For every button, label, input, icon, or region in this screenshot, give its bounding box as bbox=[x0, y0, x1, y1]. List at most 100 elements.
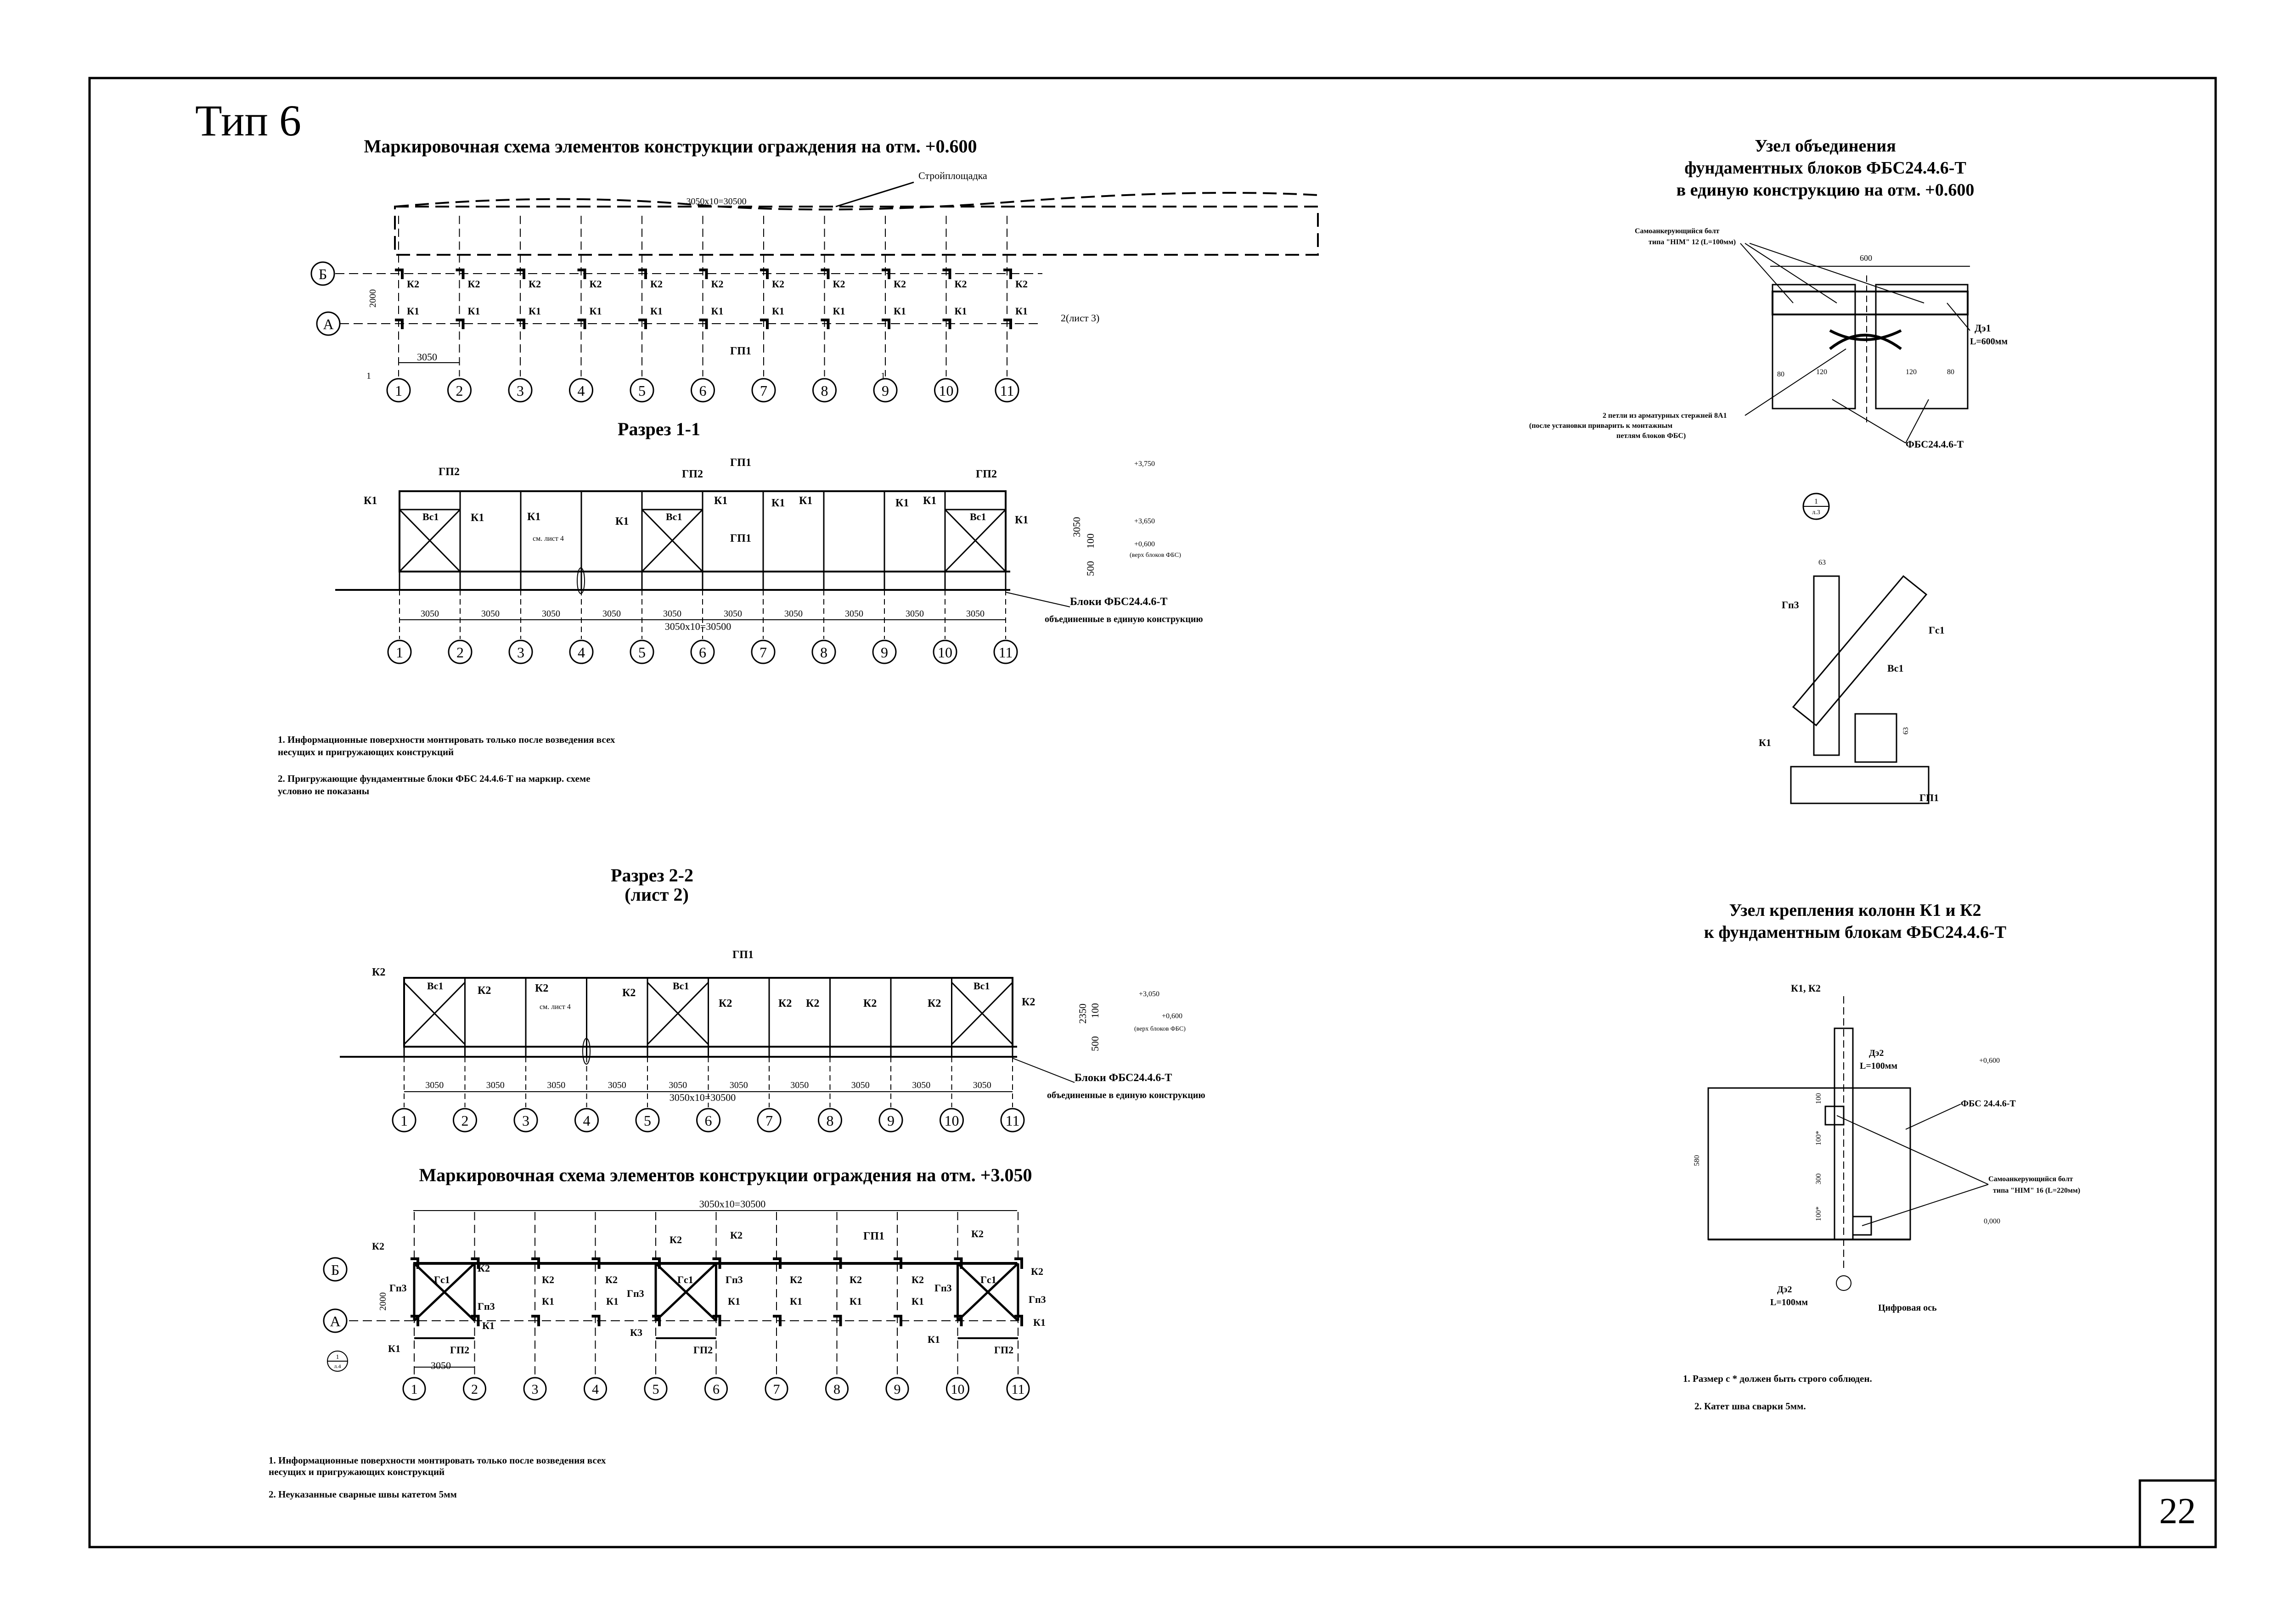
plan2-axis-marker-8 bbox=[825, 1377, 849, 1401]
site-area bbox=[394, 206, 1319, 256]
node2-dim-100: 100 bbox=[1815, 1093, 1823, 1104]
plan2-k1-i: К1 bbox=[1033, 1317, 1046, 1328]
section2-elev-low-note: (верх блоков ФБС) bbox=[1134, 1026, 1186, 1032]
plan1-column-label-a-7: К1 bbox=[772, 305, 784, 317]
notes-block-2: 1. Информационные поверхности монтироват… bbox=[269, 1455, 606, 1500]
node1-dim-600: 600 bbox=[1860, 253, 1872, 263]
section2-see-sheet: см. лист 4 bbox=[540, 1003, 571, 1011]
plan2-column-b-3 bbox=[531, 1257, 540, 1269]
notes-block-3: 1. Размер с * должен быть строго соблюде… bbox=[1683, 1373, 1872, 1412]
section1-brace-1 bbox=[399, 509, 461, 572]
section2-elev-low: +0,600 bbox=[1162, 1012, 1182, 1020]
row-b-marker bbox=[310, 261, 335, 286]
plan1-column-b-3 bbox=[517, 269, 525, 279]
section2-k2-d: К2 bbox=[622, 987, 636, 999]
section2-blocks-note: объединенные в единую конструкцию bbox=[1047, 1090, 1205, 1100]
plan2-brace-5 bbox=[655, 1262, 717, 1322]
plan2-gp1: ГП1 bbox=[863, 1230, 884, 1242]
plan2-k2-c: К2 bbox=[542, 1274, 554, 1285]
node1-loops-2: (после установки приварить к монтажным bbox=[1529, 422, 1672, 430]
plan1-column-label-b-9: К2 bbox=[894, 278, 906, 290]
section1-blocks-leader bbox=[1005, 592, 1070, 607]
plan2-k3: К3 bbox=[630, 1327, 642, 1338]
plan1-axis-label-2: 2 bbox=[456, 382, 463, 399]
plan1-span-dim: 3050 bbox=[417, 351, 437, 363]
plan2-total-dim: 3050x10=30500 bbox=[699, 1198, 765, 1210]
section2-bs1-b: Вс1 bbox=[673, 980, 689, 992]
section2-axis-label-4: 4 bbox=[583, 1112, 591, 1129]
section1-total-dim: 3050x10=30500 bbox=[665, 621, 731, 632]
section1-elev-low-note: (верх блоков ФБС) bbox=[1130, 552, 1181, 559]
plan2-k2-k: К2 bbox=[1031, 1266, 1043, 1277]
plan2-axis-label-9: 9 bbox=[894, 1382, 901, 1397]
section1-axis-label-7: 7 bbox=[760, 644, 767, 661]
plan1-column-b-1 bbox=[395, 269, 404, 279]
plan2-axis-label-4: 4 bbox=[592, 1382, 599, 1397]
plan1-column-a-5 bbox=[638, 319, 647, 329]
plan1-axis-label-5: 5 bbox=[638, 382, 646, 399]
plan1-column-label-a-10: К1 bbox=[955, 305, 967, 317]
plan1-axis-marker-8 bbox=[812, 378, 837, 403]
plan1-column-label-a-9: К1 bbox=[894, 305, 906, 317]
plan2-gp3-e: Гп3 bbox=[934, 1282, 952, 1294]
section2-brace-5 bbox=[647, 981, 709, 1045]
plan2-k2-f: К2 bbox=[730, 1229, 743, 1241]
plan2-node-ref: 1 bbox=[336, 1354, 339, 1361]
plan1-axis-marker-7 bbox=[751, 378, 776, 403]
plan2-axis-label-10: 10 bbox=[951, 1382, 965, 1397]
notes-block-1: 1. Информационные поверхности монтироват… bbox=[278, 734, 615, 796]
notes1-line-1: 1. Информационные поверхности монтироват… bbox=[278, 734, 615, 745]
plan2-column-a-3 bbox=[531, 1315, 540, 1326]
section1-k1-j: К1 bbox=[1015, 514, 1028, 526]
section1-span-dim-6: 3050 bbox=[724, 609, 742, 619]
section1-axis-label-3: 3 bbox=[517, 644, 524, 661]
plan1-axis-label-7: 7 bbox=[760, 382, 767, 399]
section2-k2-j: К2 bbox=[1022, 996, 1035, 1008]
plan2-axis-marker-2 bbox=[463, 1377, 486, 1401]
plan2-gp2-a: ГП2 bbox=[450, 1344, 469, 1356]
detail1-strut bbox=[1854, 713, 1897, 763]
plan2-column-a-11 bbox=[1014, 1315, 1023, 1326]
section2-axis-label-5: 5 bbox=[644, 1112, 651, 1129]
plan1-axis-marker-9 bbox=[873, 378, 898, 403]
section1-axis-label-5: 5 bbox=[638, 644, 646, 661]
section2-joint-detail bbox=[582, 1038, 591, 1065]
node2-plate2-label: Дэ2 bbox=[1777, 1284, 1792, 1295]
section1-k1-h: К1 bbox=[895, 497, 909, 509]
section1-axis-marker-1 bbox=[387, 639, 412, 664]
plan1-column-label-b-8: К2 bbox=[833, 278, 845, 290]
node1-loop-a bbox=[1829, 329, 1902, 350]
section1-k1-c: К1 bbox=[527, 511, 540, 523]
plan2-column-a-8 bbox=[833, 1315, 842, 1326]
node1-block-left bbox=[1772, 284, 1856, 409]
plan1-column-label-a-8: К1 bbox=[833, 305, 845, 317]
section2-gp1: ГП1 bbox=[732, 949, 754, 961]
plan2-axis-marker-9 bbox=[885, 1377, 909, 1401]
node2-dim-300: 300 bbox=[1815, 1173, 1823, 1184]
plan1-column-label-b-2: К2 bbox=[468, 278, 480, 290]
plan1-axis-label-6: 6 bbox=[699, 382, 707, 399]
plan1-column-b-7 bbox=[760, 269, 769, 279]
plan2-k2-e: К2 bbox=[670, 1234, 682, 1245]
section1-axis-marker-8 bbox=[811, 639, 836, 664]
node1-bolt-leader-a bbox=[1740, 243, 1794, 303]
section1-k1-d: К1 bbox=[615, 516, 629, 527]
plan2-gp3-d: Гп3 bbox=[726, 1274, 743, 1285]
node1-bolt-leader-b bbox=[1745, 243, 1837, 303]
section1-axis-marker-7 bbox=[751, 639, 776, 664]
row-b-label: Б bbox=[319, 266, 327, 282]
plan2-row-a-label: А bbox=[330, 1313, 340, 1329]
node1-bolt-2: типа "HIM" 12 (L=100мм) bbox=[1649, 238, 1736, 246]
plan2-column-b-8 bbox=[833, 1257, 842, 1269]
detail1-gp3: Гп3 bbox=[1782, 599, 1799, 611]
node1-plate-len: L=600мм bbox=[1970, 337, 2008, 347]
section1-axis-label-8: 8 bbox=[820, 644, 827, 661]
section2-bs1-c: Вс1 bbox=[974, 980, 990, 992]
plan2-axis-marker-5 bbox=[644, 1377, 668, 1401]
plan1-title: Маркировочная схема элементов конструкци… bbox=[364, 136, 977, 157]
plan1-axis-marker-2 bbox=[447, 378, 472, 403]
section1-k1-a: К1 bbox=[364, 495, 377, 507]
plan2-axis-marker-3 bbox=[523, 1377, 547, 1401]
notes3-line-2: 2. Катет шва сварки 5мм. bbox=[1694, 1401, 1806, 1412]
plan1-axis-marker-4 bbox=[569, 378, 593, 403]
